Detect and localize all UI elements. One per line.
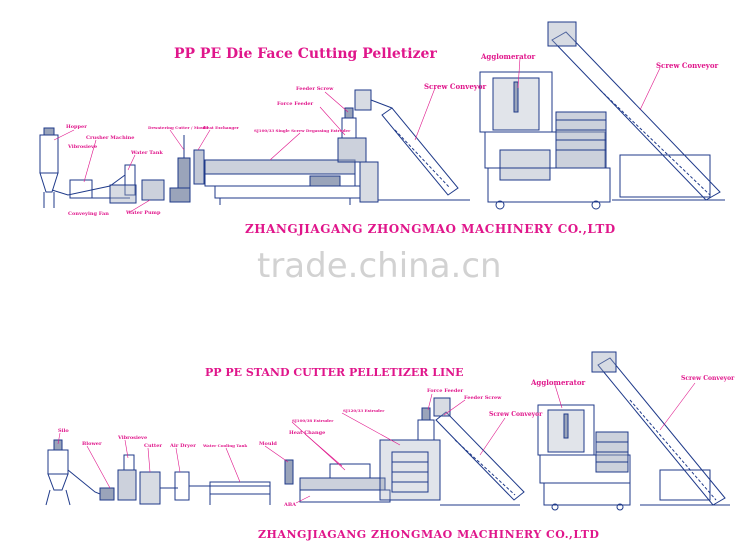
bottom-label-vibrosieve: Vibrosieve <box>118 435 148 441</box>
bottom-label-extruder-1: SJ100/38 Extruder <box>292 418 334 423</box>
top-label-crusher: Crusher Machine <box>86 135 135 141</box>
top-label-vibrosieve: Vibrosieve <box>68 144 98 150</box>
bottom-line-drawing <box>45 351 730 511</box>
top-label-force-feeder: Force Feeder <box>277 101 314 107</box>
bottom-label-force-feeder: Force Feeder <box>427 388 464 394</box>
top-label-heat-exchanger: Heat Exchanger <box>203 125 239 130</box>
top-diagram-title: PP PE Die Face Cutting Pelletizer <box>174 46 437 62</box>
top-label-hopper: Hopper <box>66 124 87 130</box>
top-label-screw-conveyor-2: Screw Conveyor <box>656 61 719 70</box>
top-label-conveying-fan: Conveying Fan <box>68 211 109 217</box>
bottom-diagram-title: PP PE STAND CUTTER PELLETIZER LINE <box>205 366 464 379</box>
bottom-label-heat-change: Heat Change <box>289 430 326 436</box>
bottom-label-screw-conveyor-1: Screw Conveyor <box>489 411 543 418</box>
top-label-dewatering: Dewatering Cutter / Mould <box>148 125 209 130</box>
top-label-water-pump: Water Pump <box>126 210 161 216</box>
bottom-label-feeder-screw: Feeder Screw <box>464 395 502 401</box>
top-label-screw-conveyor-1: Screw Conveyor <box>424 82 487 91</box>
bottom-label-blower: Blower <box>82 441 102 447</box>
leader-lines <box>53 57 696 504</box>
top-label-extruder: SJ100/33 Single Screw Degassing Extruder <box>254 128 351 133</box>
top-company-name: ZHANGJIAGANG ZHONGMAO MACHINERY CO.,LTD <box>245 222 616 236</box>
bottom-label-extruder-2: SJ120/33 Extruder <box>343 408 385 413</box>
bottom-company-name: ZHANGJIAGANG ZHONGMAO MACHINERY CO.,LTD <box>258 528 600 541</box>
bottom-label-water-cooling-tank: Water Cooling Tank <box>203 443 248 448</box>
bottom-label-screw-conveyor-2: Screw Conveyor <box>681 375 735 382</box>
top-line-drawing <box>39 21 725 210</box>
top-label-water-tank: Water Tank <box>131 150 163 156</box>
watermark-text: trade.china.cn <box>257 246 502 286</box>
bottom-label-cabinet: ABA <box>284 502 296 508</box>
top-label-agglomerator: Agglomerator <box>481 52 536 61</box>
bottom-label-silo: Silo <box>58 428 69 434</box>
bottom-label-mould: Mould <box>259 441 277 447</box>
bottom-label-air-dryer: Air Dryer <box>170 443 196 449</box>
bottom-label-cutter: Cutter <box>144 443 163 449</box>
top-label-feeder-screw: Feeder Screw <box>296 86 334 92</box>
bottom-label-agglomerator: Agglomerator <box>531 378 586 387</box>
